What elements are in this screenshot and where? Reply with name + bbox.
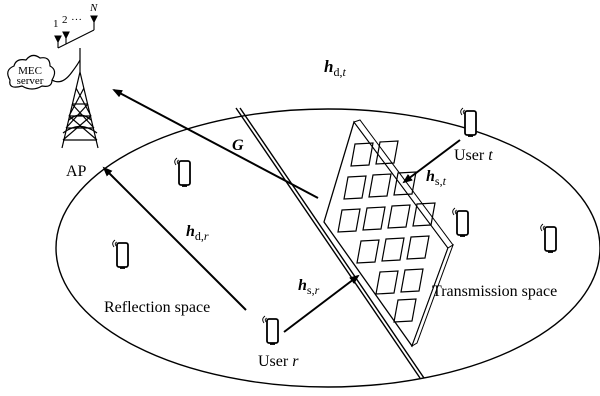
reflection-space-label: Reflection space — [104, 299, 210, 316]
divider-line-left — [235, 107, 421, 379]
phone-icon — [452, 207, 469, 237]
user-t-label: User t — [454, 147, 493, 164]
ap-label: AP — [66, 163, 87, 180]
phone-icon — [540, 223, 557, 253]
divider-line-right — [239, 107, 425, 379]
h-s-t-label: hs,t — [426, 168, 447, 188]
antenna-label-1: 1 — [53, 18, 59, 30]
h-d-t-label: hd,t — [324, 57, 346, 79]
hs-r-arrow — [283, 274, 360, 333]
hd-r-arrow — [102, 166, 247, 311]
phone-icon — [460, 107, 477, 137]
h-d-r-label: hd,r — [186, 223, 209, 243]
mec-server-cloud — [7, 54, 81, 90]
antenna-label-2: 2 — [62, 14, 68, 26]
transmission-space-label: Transmission space — [432, 283, 557, 300]
g-arrow — [112, 89, 319, 199]
g-label: G — [232, 137, 244, 154]
phone-icon — [112, 239, 129, 269]
antenna-array — [54, 15, 98, 49]
user-r-label: User r — [258, 353, 299, 370]
mec-label-line2: server — [17, 75, 44, 87]
ap-tower — [61, 48, 99, 149]
phone-icon — [262, 315, 279, 345]
mec-label-line1: MEC — [18, 65, 42, 77]
h-s-r-label: hs,r — [298, 277, 320, 297]
antenna-label-dots: ··· — [71, 14, 82, 26]
antenna-label-n: N — [89, 2, 98, 14]
phone-icon — [174, 157, 191, 187]
star-ris-panel — [323, 119, 454, 348]
ris-elements — [337, 140, 436, 323]
coverage-ellipse — [55, 108, 600, 388]
hs-t-arrow — [402, 139, 461, 184]
